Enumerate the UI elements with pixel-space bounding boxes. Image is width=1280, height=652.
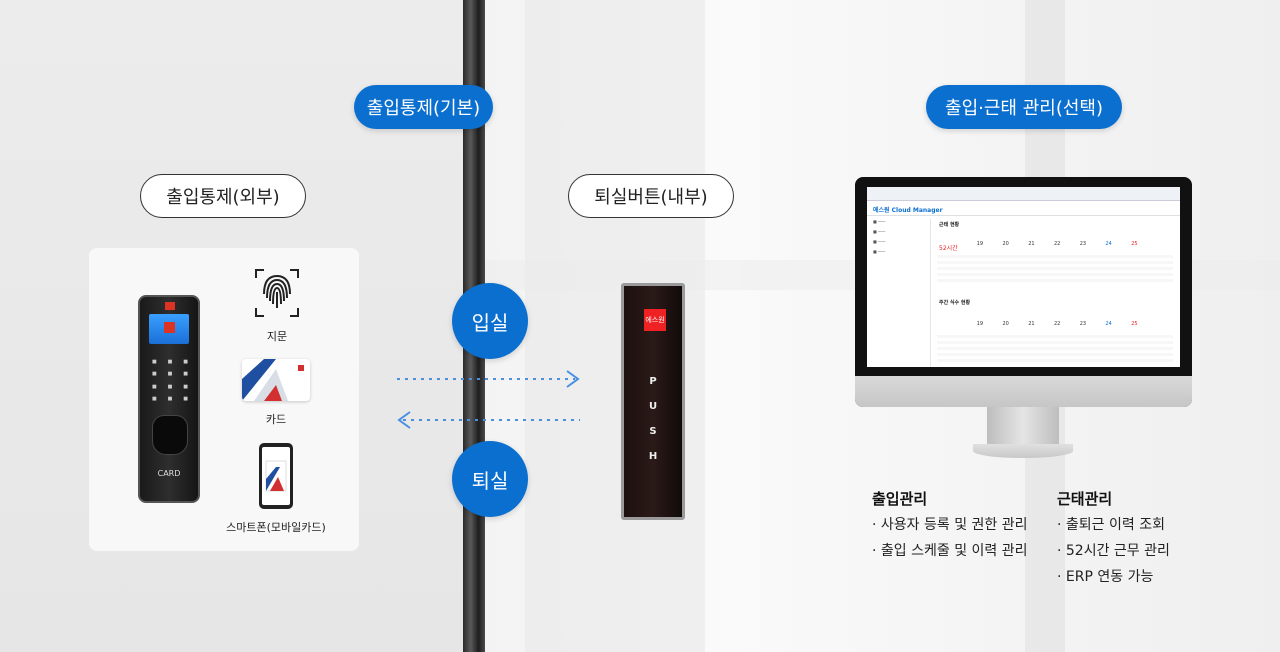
keypad-key: ■: [183, 383, 189, 390]
mobile-card-graphic: [265, 460, 287, 492]
day-cell: 20: [1002, 321, 1009, 327]
day-cell: 22: [1053, 321, 1061, 327]
monitor-base: [973, 444, 1073, 458]
reader-card-label: CARD: [157, 469, 181, 478]
access-item: · 사용자 등록 및 권한 관리: [872, 517, 1028, 533]
fingerprint-icon: [255, 269, 299, 317]
keypad-key: ■: [183, 371, 189, 378]
day-cell: 19: [976, 321, 984, 327]
app-sidebar: ■ ─── ■ ─── ■ ─── ■ ───: [867, 219, 931, 367]
day-cell: 19: [976, 241, 984, 247]
app-main: 근태 현황 52시간 19 20 21 22 23 24 25 주간 식수 현황…: [937, 219, 1177, 367]
reader-screen: [149, 314, 189, 344]
label-external-pill: 출입통제(외부): [140, 174, 306, 218]
keypad-key: ■: [167, 359, 173, 365]
day-cell: 23: [1079, 321, 1087, 327]
day-cell: 21: [1028, 241, 1035, 247]
attendance-item: · ERP 연동 가능: [1057, 569, 1154, 585]
day-cell: 24: [1105, 241, 1112, 247]
day-cell: 22: [1053, 241, 1061, 247]
meal-rows: [937, 335, 1173, 363]
method-card-label: 카드: [265, 413, 287, 426]
keypad-key: ■: [151, 395, 157, 402]
day-cell: 25: [1131, 321, 1138, 327]
hours-value: 52시간: [939, 245, 958, 252]
logo-icon: [164, 322, 175, 333]
phone-screen: [262, 447, 290, 505]
sidebar-item: ■ ───: [873, 219, 886, 224]
keypad-key: ■: [183, 395, 189, 402]
push-logo: 에스원: [644, 309, 666, 331]
header-optional-pill: 출입·근태 관리(선택): [926, 85, 1122, 129]
access-item: · 출입 스케줄 및 이력 관리: [872, 543, 1028, 559]
monitor-chin: [855, 376, 1192, 407]
app-logo: 에스원 Cloud Manager: [873, 207, 943, 214]
keypad-key: ■: [167, 395, 173, 402]
attendance-item: · 52시간 근무 관리: [1057, 543, 1170, 559]
attendance-rows: [937, 255, 1173, 283]
day-cell: 21: [1028, 321, 1035, 327]
attendance-management-title: 근태관리: [1057, 490, 1113, 508]
push-letter: S: [649, 426, 657, 437]
monitor-stand: [987, 407, 1059, 447]
keypad-key: ■: [167, 383, 173, 390]
push-exit-button-device: 에스원 P U S H: [621, 283, 685, 520]
sidebar-item: ■ ───: [873, 249, 886, 254]
day-cell: 23: [1079, 241, 1087, 247]
day-cell: 20: [1002, 241, 1009, 247]
monitor-display: 에스원 Cloud Manager ■ ─── ■ ─── ■ ─── ■ ──…: [867, 187, 1180, 367]
meal-week-grid: 19 20 21 22 23 24 25: [937, 321, 1173, 330]
section-title-meals: 주간 식수 현황: [939, 300, 971, 306]
push-letter: H: [648, 451, 658, 462]
day-cell: 25: [1131, 241, 1138, 247]
sidebar-item: ■ ───: [873, 229, 886, 234]
week-grid: 19 20 21 22 23 24 25: [937, 241, 1173, 250]
attendance-item: · 출퇴근 이력 조회: [1057, 517, 1165, 533]
keypad-key: ■: [151, 383, 157, 390]
brand-mark: [165, 302, 175, 310]
smartphone-icon: [259, 443, 293, 509]
push-letter: U: [648, 401, 658, 412]
app-header: [867, 204, 1180, 216]
auth-methods-panel: [89, 248, 359, 551]
method-fingerprint-label: 지문: [266, 330, 288, 343]
keypad-key: ■: [151, 359, 157, 365]
keypad-key: ■: [183, 359, 189, 365]
exit-circle: 퇴실: [452, 441, 528, 517]
browser-bar: [867, 187, 1180, 201]
card-icon: [242, 359, 310, 401]
card-graphic: [242, 359, 304, 401]
monitor: 에스원 Cloud Manager ■ ─── ■ ─── ■ ─── ■ ──…: [855, 177, 1192, 407]
label-internal-pill: 퇴실버튼(내부): [568, 174, 734, 218]
keypad-key: ■: [151, 371, 157, 378]
method-smartphone-label: 스마트폰(모바일카드): [226, 521, 326, 534]
keypad-key: ■: [167, 371, 173, 378]
header-basic-pill: 출입통제(기본): [354, 85, 493, 129]
keypad: ■ ■ ■ ■ ■ ■ ■ ■ ■ ■ ■ ■: [148, 359, 192, 405]
push-letter: P: [649, 376, 657, 387]
fingerprint-reader-device: ■ ■ ■ ■ ■ ■ ■ ■ ■ ■ ■ ■ CARD: [138, 295, 200, 503]
fingerprint-scanner: [152, 415, 188, 455]
access-management-title: 출입관리: [872, 490, 928, 508]
enter-circle: 입실: [452, 283, 528, 359]
sidebar-item: ■ ───: [873, 239, 886, 244]
section-title-attendance: 근태 현황: [939, 222, 960, 228]
day-cell: 24: [1105, 321, 1112, 327]
